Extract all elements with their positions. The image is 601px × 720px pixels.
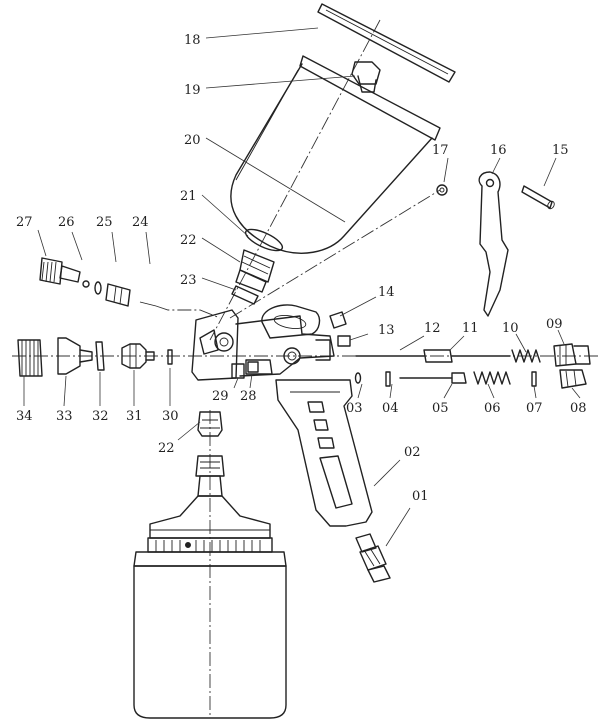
label-21: 21 [180, 189, 197, 204]
label-09: 09 [546, 317, 563, 332]
label-02: 02 [404, 445, 421, 460]
needle-assembly [329, 311, 591, 389]
air-cap-parts [17, 337, 173, 377]
label-03: 03 [346, 401, 363, 416]
label-15: 15 [552, 143, 569, 158]
pin [521, 185, 555, 210]
trigger [478, 171, 509, 317]
label-22-lower: 22 [158, 441, 175, 456]
label-17: 17 [432, 143, 449, 158]
label-19: 19 [184, 83, 201, 98]
label-11: 11 [462, 321, 479, 336]
label-16: 16 [490, 143, 507, 158]
air-inlet [355, 533, 391, 583]
small-fittings [231, 361, 259, 379]
label-10: 10 [502, 321, 519, 336]
label-13: 13 [378, 323, 395, 338]
trigger-pin [436, 184, 448, 196]
label-22-upper: 22 [180, 233, 197, 248]
cup-lid [317, 3, 456, 83]
label-29: 29 [212, 389, 229, 404]
lower-connector [197, 411, 223, 437]
center-lines [12, 19, 600, 718]
label-23: 23 [180, 273, 197, 288]
label-01: 01 [412, 489, 429, 504]
label-28: 28 [240, 389, 257, 404]
label-04: 04 [382, 401, 399, 416]
cup-fitting [231, 228, 284, 305]
lid-plug [351, 61, 381, 93]
label-32: 32 [92, 409, 109, 424]
label-25: 25 [96, 215, 113, 230]
label-30: 30 [162, 409, 179, 424]
part-labels: 18 19 20 21 22 23 27 26 25 24 14 13 12 1… [16, 33, 587, 504]
siphon-cup [133, 455, 287, 719]
label-24: 24 [132, 215, 149, 230]
label-07: 07 [526, 401, 543, 416]
leader-lines [23, 27, 581, 547]
label-20: 20 [184, 133, 201, 148]
label-18: 18 [184, 33, 201, 48]
label-08: 08 [570, 401, 587, 416]
label-26: 26 [58, 215, 75, 230]
air-adjuster [39, 257, 157, 307]
label-33: 33 [56, 409, 73, 424]
label-12: 12 [424, 321, 441, 336]
gravity-cup [230, 55, 441, 254]
label-14: 14 [378, 285, 395, 300]
label-34: 34 [16, 409, 33, 424]
label-05: 05 [432, 401, 449, 416]
label-06: 06 [484, 401, 501, 416]
label-27: 27 [16, 215, 33, 230]
label-31: 31 [126, 409, 143, 424]
gun-body [191, 304, 373, 527]
